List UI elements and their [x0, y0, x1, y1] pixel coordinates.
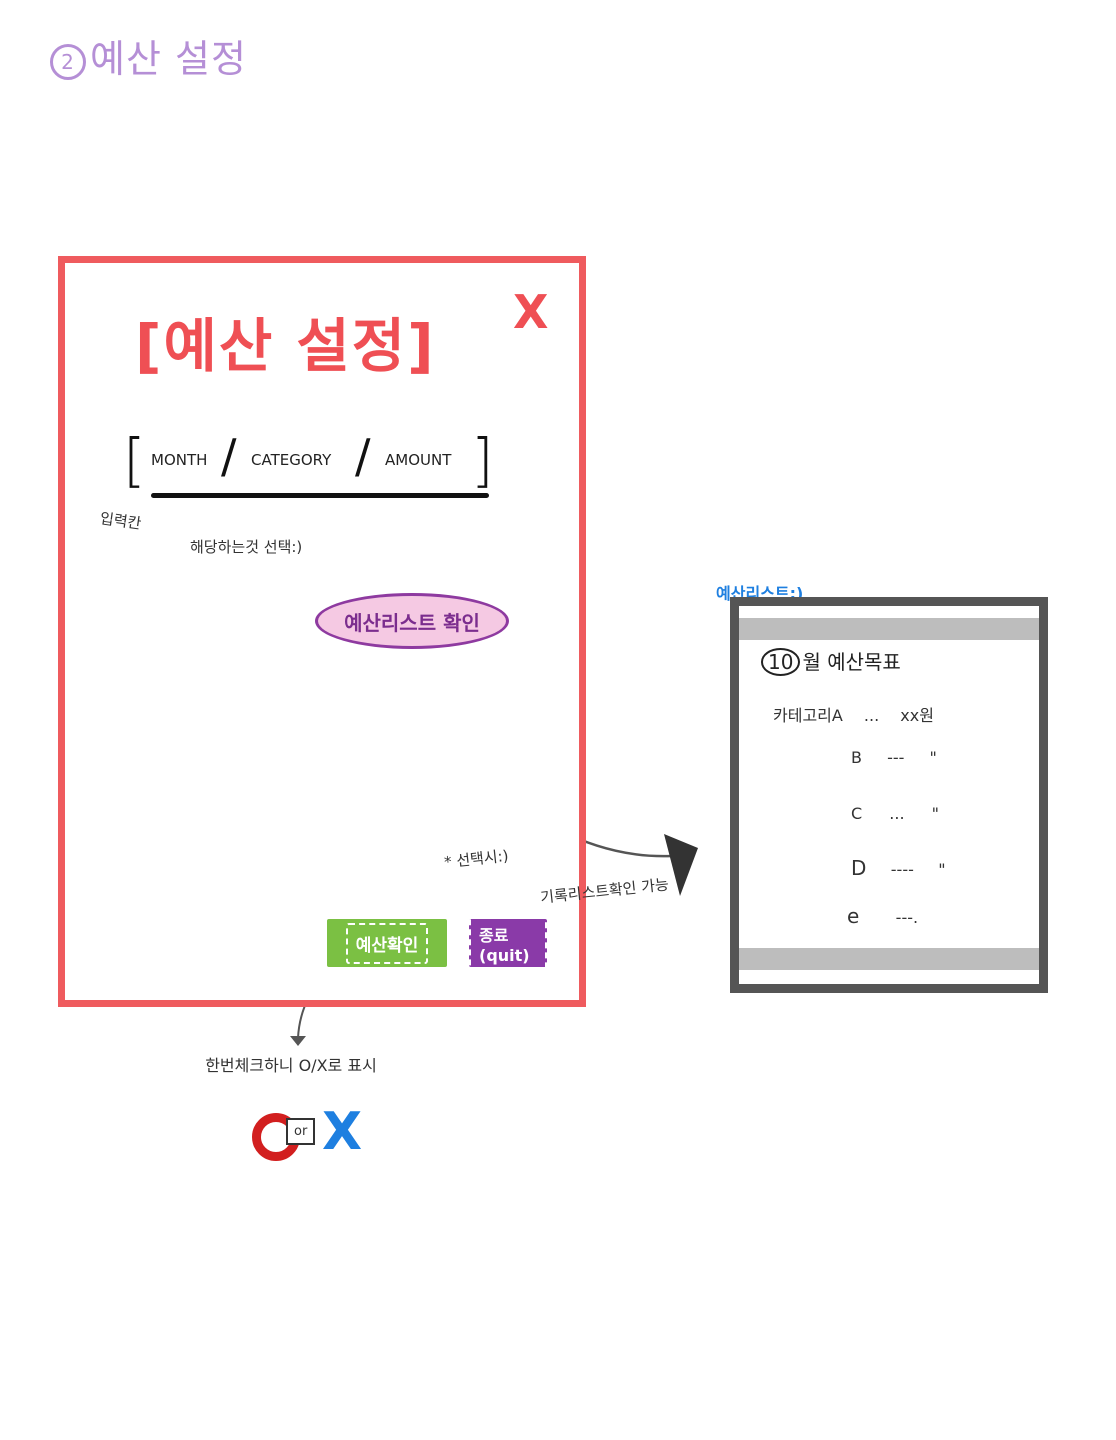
category-label: 카테고리A — [773, 706, 843, 725]
row-dots: --- — [887, 748, 905, 767]
list-item: e ---. — [847, 904, 948, 928]
budget-list-button[interactable]: 예산리스트 확인 — [315, 593, 509, 649]
separator: / — [355, 429, 371, 483]
amount-field[interactable]: AMOUNT — [385, 451, 452, 469]
separator: / — [221, 429, 237, 483]
ox-connector-head — [290, 1036, 306, 1046]
popup-heading-text: 월 예산목표 — [802, 650, 901, 674]
popup-connector-head — [664, 834, 698, 896]
list-item: B --- " — [851, 748, 937, 767]
list-item: 카테고리A ... xx원 — [773, 702, 934, 726]
close-icon[interactable]: X — [513, 285, 549, 339]
row-value: " — [929, 748, 937, 767]
category-field[interactable]: CATEGORY — [251, 451, 332, 469]
row-value: xx원 — [900, 706, 934, 725]
budget-input-field[interactable]: [ MONTH / CATEGORY / AMOUNT ] — [123, 426, 503, 498]
popup-top-bar — [739, 618, 1039, 640]
row-dots: ---- — [890, 860, 914, 879]
select-note: 해당하는것 선택:) — [190, 538, 303, 556]
popup-bottom-bar — [739, 948, 1039, 970]
row-dots: ... — [889, 804, 905, 823]
confirm-budget-label: 예산확인 — [345, 922, 429, 964]
or-label: or — [286, 1118, 316, 1145]
row-dots: ---. — [895, 908, 919, 927]
quit-button[interactable]: 종료(quit) — [469, 913, 547, 973]
category-label: D — [851, 856, 867, 880]
quit-label: 종료(quit) — [469, 913, 547, 973]
bracket-open: [ — [123, 426, 146, 494]
list-item: D ---- " — [851, 856, 946, 880]
row-value: " — [931, 804, 939, 823]
ox-mark-note: 한번체크하니 O/X로 표시 — [205, 1056, 377, 1075]
category-label: e — [847, 904, 860, 928]
month-field[interactable]: MONTH — [151, 451, 208, 469]
bracket-close: ] — [471, 426, 494, 494]
dialog-title: [예산 설정] — [135, 312, 436, 380]
budget-settings-dialog: [예산 설정] X [ MONTH / CATEGORY / AMOUNT ] … — [58, 256, 586, 1007]
input-underline — [151, 493, 489, 498]
category-label: C — [851, 804, 863, 823]
confirm-budget-button[interactable]: 예산확인 — [327, 919, 447, 967]
category-label: B — [851, 748, 862, 767]
step-number: 2 — [50, 43, 86, 80]
row-value: " — [938, 860, 946, 879]
row-dots: ... — [863, 706, 880, 725]
list-item: C ... " — [851, 804, 939, 823]
popup-month: 10 — [761, 648, 801, 676]
x-mark-icon: X — [322, 1102, 363, 1162]
page-title-text: 예산 설정 — [90, 37, 247, 81]
